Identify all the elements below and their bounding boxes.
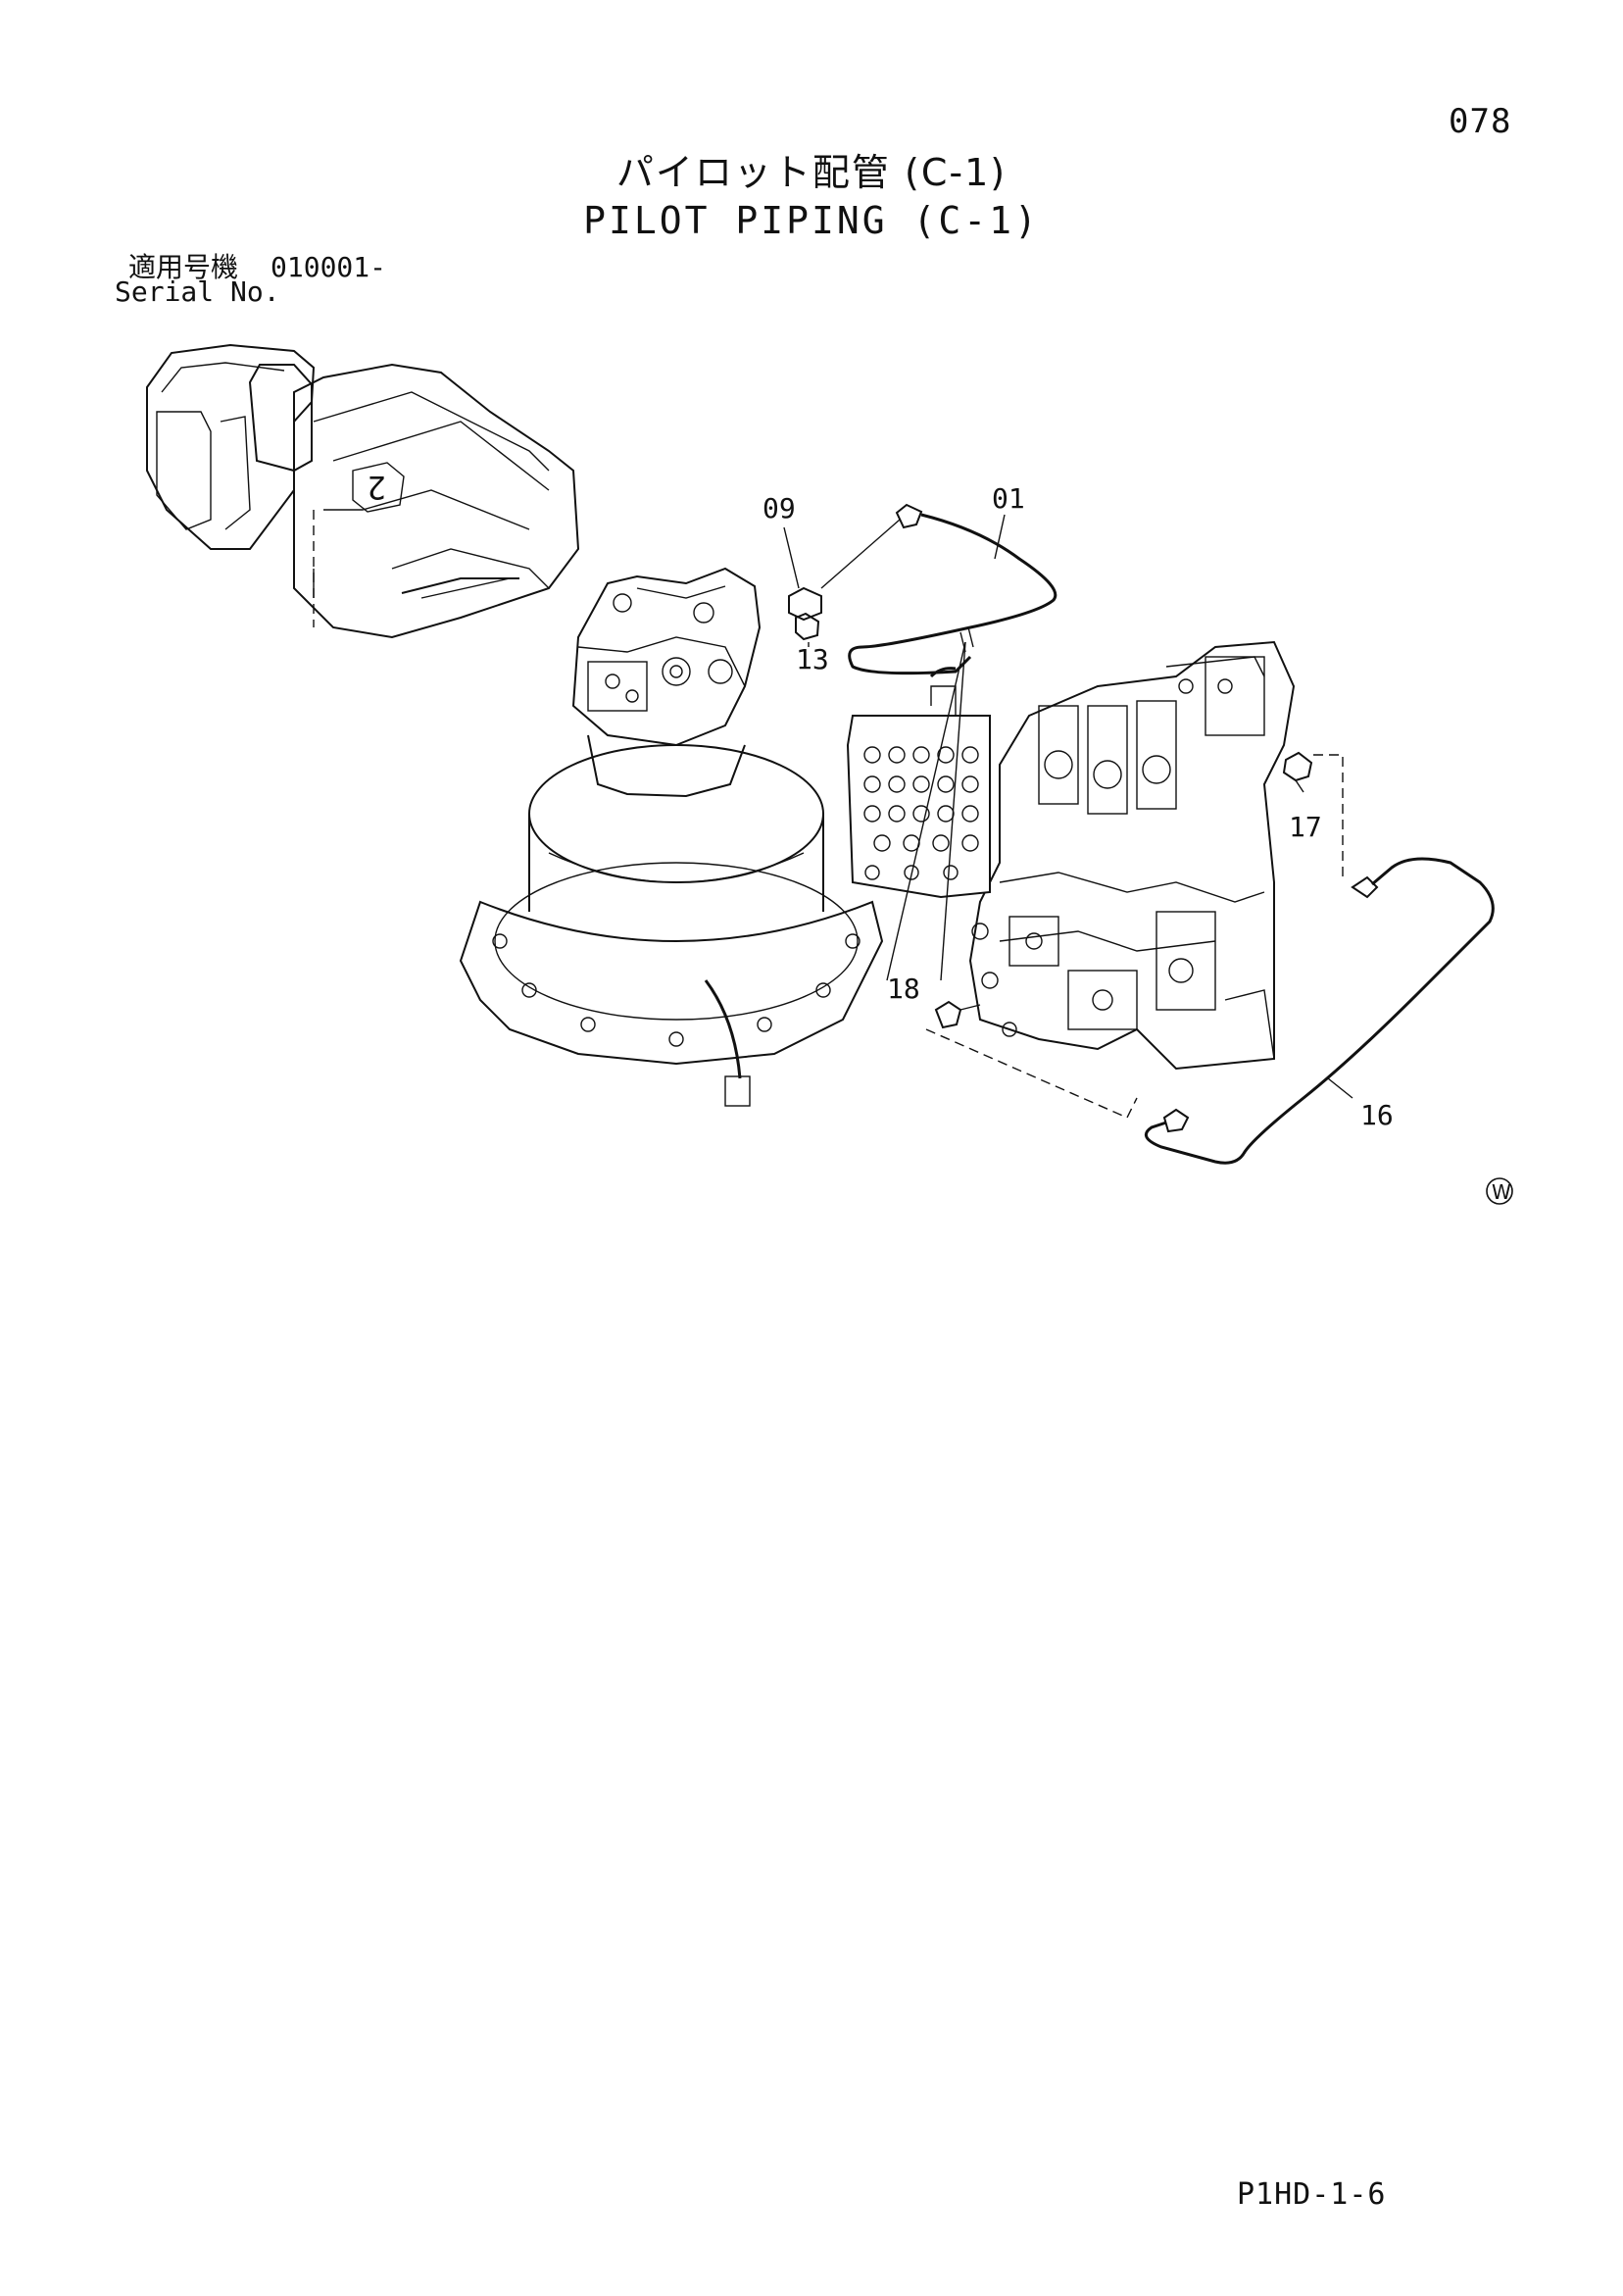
page-title-english: PILOT PIPING (C-1) — [583, 199, 1040, 242]
page-title-japanese: パイロット配管 (C-1) — [615, 151, 1008, 194]
callout-09: 09 — [762, 492, 796, 524]
serial-label-english: Serial No. — [115, 275, 280, 308]
callout-13: 13 — [796, 643, 829, 675]
callout-01: 01 — [992, 482, 1025, 515]
excavator-overview-drawing: 2 — [146, 343, 580, 639]
swing-motor-drawing — [459, 567, 884, 1107]
callout-16: 16 — [1360, 1099, 1394, 1131]
callout-18: 18 — [887, 973, 920, 1005]
svg-text:W: W — [1492, 1180, 1511, 1204]
control-valve-drawing — [846, 640, 1296, 1071]
callout-17: 17 — [1289, 811, 1322, 843]
document-code: P1HD-1-6 — [1237, 2177, 1387, 2212]
variant-w-symbol: W — [1486, 1177, 1513, 1205]
pilot-piping-drawing — [788, 503, 1495, 1165]
machine-location-marker: 2 — [368, 469, 386, 506]
serial-label-japanese: 適用号機 — [128, 251, 239, 283]
serial-number-value: 010001- — [270, 251, 387, 283]
page-number: 078 — [1449, 102, 1512, 141]
